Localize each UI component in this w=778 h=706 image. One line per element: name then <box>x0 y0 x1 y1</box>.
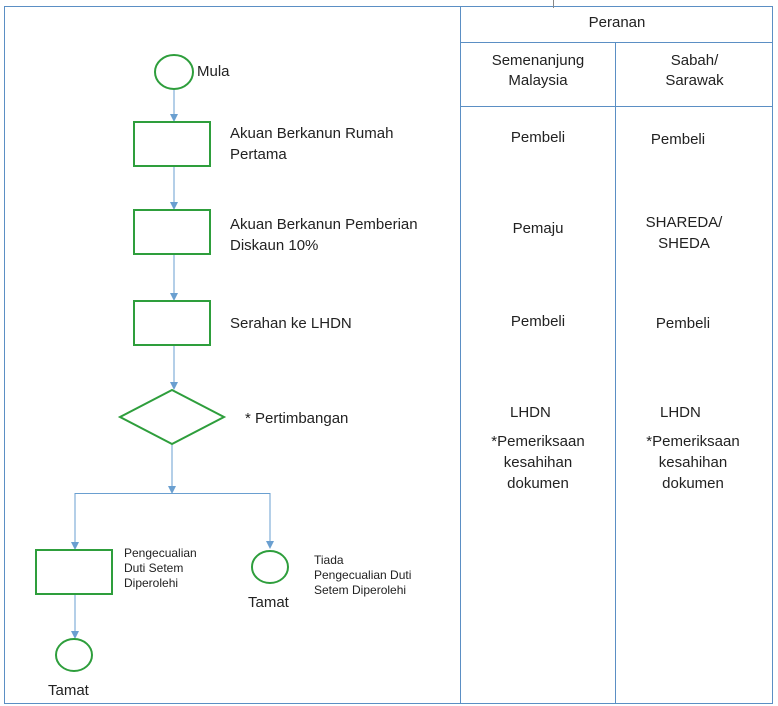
column-header-borneo-line1: Sabah/ <box>670 52 719 69</box>
column-header-peninsular-line1: Semenanjung <box>491 52 585 69</box>
no-exemption-label-line2: Pengecualian Duti <box>314 568 412 582</box>
step3-label: Serahan ke LHDN <box>230 315 352 332</box>
roles-header: Peranan <box>588 14 646 31</box>
role-borneo-decision-line3: kesahihan <box>658 454 728 471</box>
process-box-statutory-declaration <box>133 121 211 167</box>
start-label: Mula <box>197 63 230 80</box>
step1-label: Akuan Berkanun Rumah Pertama <box>230 123 393 165</box>
no-exemption-label: Tiada Pengecualian Duti Setem Diperolehi <box>314 553 411 598</box>
exemption-label: Pengecualian Duti Setem Diperolehi <box>124 546 197 591</box>
step1-label-line2: Pertama <box>230 146 287 163</box>
role-borneo-step3: Pembeli <box>655 315 711 332</box>
step1-label-line1: Akuan Berkanun Rumah <box>230 125 394 142</box>
no-exemption-label-line3: Setem Diperolehi <box>314 583 407 597</box>
process-box-submission <box>133 300 211 346</box>
process-box-exemption <box>35 549 113 595</box>
role-borneo-step2: SHAREDA/ SHEDA <box>616 212 752 254</box>
role-borneo-decision: LHDN *Pemeriksaan kesahihan dokumen <box>616 402 770 494</box>
exemption-label-line2: Duti Setem <box>124 561 184 575</box>
role-peninsular-decision-line3: kesahihan <box>503 454 573 471</box>
step2-label-line2: Diskaun 10% <box>230 237 319 254</box>
exemption-label-line3: Diperolehi <box>124 576 179 590</box>
role-borneo-decision-line2: *Pemeriksaan <box>646 433 740 450</box>
decision-diamond <box>117 388 227 446</box>
start-terminal <box>154 54 194 90</box>
no-exemption-label-line1: Tiada <box>314 553 344 567</box>
role-borneo-step2-line1: SHAREDA/ <box>645 214 723 231</box>
role-peninsular-decision: LHDN *Pemeriksaan kesahihan dokumen <box>461 402 615 494</box>
role-peninsular-step3: Pembeli <box>510 313 566 330</box>
role-borneo-step2-line2: SHEDA <box>658 235 710 252</box>
table-frame <box>4 6 773 704</box>
role-peninsular-decision-line4: dokumen <box>507 475 569 492</box>
end-label-exemption: Tamat <box>48 682 89 699</box>
step2-label-line1: Akuan Berkanun Pemberian <box>230 216 418 233</box>
role-borneo-decision-line4: dokumen <box>662 475 724 492</box>
role-borneo-step1: Pembeli <box>650 131 706 148</box>
role-peninsular-decision-line1: LHDN <box>510 404 551 421</box>
role-borneo-decision-line1: LHDN <box>660 404 701 421</box>
column-header-borneo: Sabah/ Sarawak <box>616 51 773 91</box>
process-box-discount-declaration <box>133 209 211 255</box>
column-header-peninsular-line2: Malaysia <box>508 72 568 89</box>
end-terminal-no-exemption <box>251 550 289 584</box>
column-header-peninsular: Semenanjung Malaysia <box>461 51 615 91</box>
column-header-borneo-line2: Sarawak <box>665 72 724 89</box>
decision-label: * Pertimbangan <box>245 410 349 427</box>
exemption-label-line1: Pengecualian <box>124 546 197 560</box>
role-peninsular-step2: Pemaju <box>512 220 564 237</box>
step2-label: Akuan Berkanun Pemberian Diskaun 10% <box>230 214 418 256</box>
end-terminal-exemption <box>55 638 93 672</box>
role-peninsular-step1: Pembeli <box>510 129 566 146</box>
end-label-no-exemption: Tamat <box>248 594 289 611</box>
connectors <box>71 88 274 639</box>
role-peninsular-decision-line2: *Pemeriksaan <box>491 433 585 450</box>
